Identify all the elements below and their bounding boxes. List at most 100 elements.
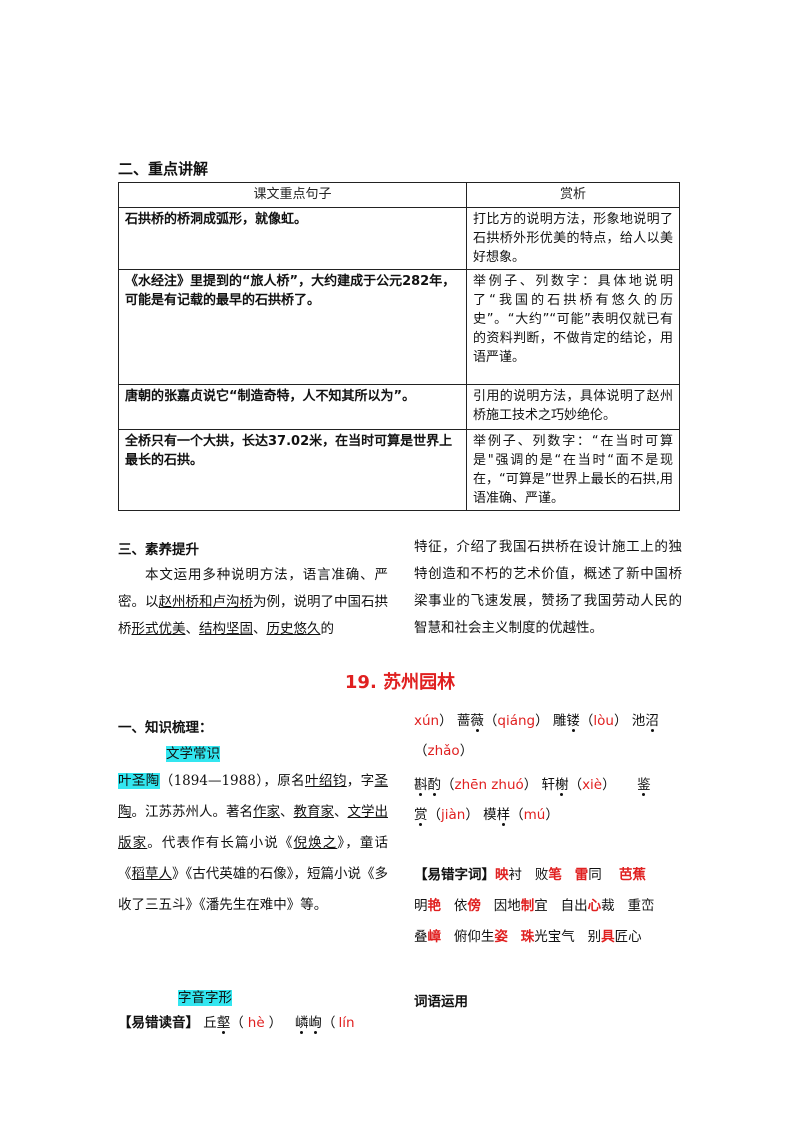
pinyin: hè [247,1015,265,1031]
text: 丘 [203,1015,217,1031]
text: ） 模 [465,807,497,823]
underlined-term: 赵州桥和卢沟桥 [158,594,254,610]
underlined-term: 历史悠久 [266,621,321,637]
text: （ [568,777,583,793]
pinyin: jiàn [441,807,466,823]
table-cell-analysis: 打比方的说明方法，形象地说明了石拱桥外形优美的特点，给人以美好想象。 [466,207,680,270]
error-char: 芭蕉 [618,867,646,883]
dotted-char: 样 [496,807,511,823]
table-cell-analysis: 举例子、列数字：具体地说明了“我国的石拱桥有悠久的历史”。“大约”“可能”表明仅… [466,269,680,385]
table-header-sentence: 课文重点句子 [118,182,467,208]
section-heading-3: 三、素养提升 [118,542,199,558]
text: 本文运用多种说明方法，语言准确、严密。以 [118,567,388,610]
table-header-row: 课文重点句子 赏析 [118,182,680,208]
error-line-2: 明艳 依傍 因地制宜 自出心裁 重峦 [414,891,686,922]
dotted-char: 镂 [566,713,580,729]
error-char: 心 [587,898,602,914]
text: ） 雕 [535,713,567,729]
pinyin: xún [414,713,440,729]
text: 。江苏苏州人。著名 [131,804,254,820]
error-char: 珠 [520,929,535,945]
dotted-char: 酌 [427,777,442,793]
error-line-3: 叠嶂 俯仰生姿 珠光宝气 别具匠心 [414,922,686,953]
knowledge-heading: 一、知识梳理： [118,720,213,736]
pron-line-2: （zhǎo） [414,736,694,766]
underlined-term: 形式优美 [131,621,186,637]
text: 为例，说明了中国石拱桥 [118,594,388,637]
text: 明 [414,898,428,914]
section3-right-paragraph: 特征，介绍了我国石拱桥在设计施工上的独特创造和不朽的艺术价值，概述了新中国桥梁事… [414,539,682,636]
text: 俯仰生 [441,929,495,945]
dotted-char: 鉴 [637,777,651,793]
dotted-char: 薇 [470,713,484,729]
error-char: 艳 [427,898,442,914]
underlined-term: 文学出版家 [118,804,388,851]
error-char: 姿 [494,929,508,945]
text: （1894—1988），原名 [159,773,306,789]
pinyin: qiáng [497,713,536,729]
underlined-term: 叶绍钧 [305,773,347,789]
underlined-term: 稻草人 [131,866,173,882]
text: 、 [185,621,200,637]
text: 、 [253,621,267,637]
author-name: 叶圣陶 [118,773,160,789]
table-header-analysis: 赏析 [466,182,680,208]
table-row: 唐朝的张嘉贞说它“制造奇特，人不知其所以为”。 引用的说明方法，具体说明了赵州桥… [118,384,680,430]
error-char: 傍 [467,898,481,914]
pronunciation-label: 字音字形 [178,986,232,1006]
error-char: 映 [495,867,509,883]
text: 》，童话《 [118,835,388,882]
table-cell-sentence: 石拱桥的桥洞成弧形，就像虹。 [118,207,467,270]
error-char: 具 [601,929,615,945]
text: （ [414,743,428,759]
text: ） 池 [614,713,646,729]
error-char: 笔 [548,867,562,883]
pron-line-3: 斟酌（zhēn zhuó） 轩榭（xiè） 鉴 [414,770,694,800]
literary-label: 文学常识 [166,742,220,762]
pron-line-1: xún） 蔷薇（qiáng） 雕镂（lòu） 池沼 [414,706,694,736]
dotted-char: 嶙 [295,1015,309,1031]
error-line-1: 【易错字词】映衬 败笔 雷同 芭蕉 [414,860,686,891]
text: （ [579,713,594,729]
error-words: 【易错字词】映衬 败笔 雷同 芭蕉 明艳 依傍 因地制宜 自出心裁 重峦 叠嶂 … [414,860,686,953]
lesson-title: 19. 苏州园林 [0,668,800,694]
text: 。代表作有长篇小说《 [147,835,294,851]
key-sentences-table: 课文重点句子 赏析 石拱桥的桥洞成弧形，就像虹。 打比方的说明方法，形象地说明了… [118,182,680,511]
section3-left-paragraph: 本文运用多种说明方法，语言准确、严密。以赵州桥和卢沟桥为例，说明了中国石拱桥形式… [118,562,388,643]
dotted-char: 峋 [308,1015,323,1031]
pinyin: zhēn zhuó [454,777,524,793]
text: 、 [280,804,294,820]
lesson-number: 19. [344,672,377,693]
text: （ [322,1015,336,1031]
text: ，字 [346,773,375,789]
underlined-term: 倪焕之 [293,835,338,851]
text: 光宝气 别 [534,929,602,945]
text: 同 [588,867,619,883]
table-cell-sentence: 《水经注》里提到的“旅人桥”，大约建成于公元282年，可能是有记载的最早的石拱桥… [118,269,467,385]
highlight-label: 字音字形 [178,990,232,1006]
text: 叠 [414,929,428,945]
underlined-term: 圣陶 [118,773,389,820]
table-row: 全桥只有一个大拱，长达37.02米，在当时可算是世界上最长的石拱。 举例子、列数… [118,429,680,511]
pronunciation-right: xún） 蔷薇（qiáng） 雕镂（lòu） 池沼 （zhǎo） 斟酌（zhēn… [414,706,694,830]
table-cell-analysis: 举例子、列数字：“在当时可算是"强调的是“在当时“面不是现在，“可算是”世界上最… [466,429,680,511]
error-char: 制 [520,898,535,914]
text: 因地 [480,898,521,914]
text [508,929,521,945]
pinyin: lín [338,1015,355,1031]
table-row: 《水经注》里提到的“旅人桥”，大约建成于公元282年，可能是有记载的最早的石拱桥… [118,269,680,385]
label: 【易错读音】 [118,1015,199,1031]
text: （ [483,713,498,729]
text: 衬 败 [508,867,549,883]
text: ） [268,1015,283,1031]
text: ） [545,807,559,823]
dotted-char: 赏 [414,807,428,823]
underlined-term: 作家 [253,804,280,820]
text: （ [510,807,524,823]
underlined-term: 结构坚固 [199,621,253,637]
author-bio-paragraph: 叶圣陶（1894—1988），原名叶绍钧，字圣陶。江苏苏州人。著名作家、教育家、… [118,766,388,921]
underlined-term: 教育家 [293,804,335,820]
section-heading-2: 二、重点讲解 [118,160,209,178]
text: ） [459,743,474,759]
dotted-char: 壑 [216,1015,231,1031]
